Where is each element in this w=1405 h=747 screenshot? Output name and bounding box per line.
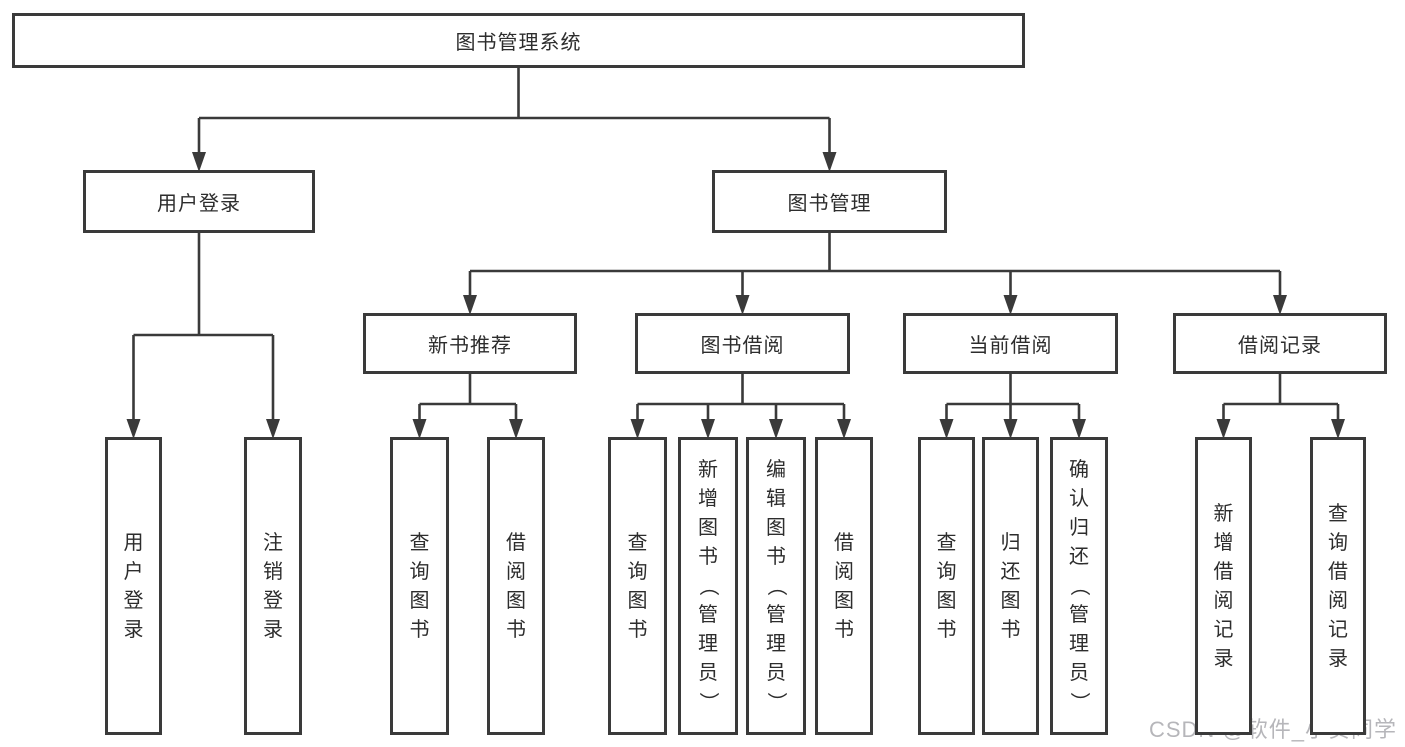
node-borrow-books-recommend: 借阅图书 [487, 437, 545, 735]
node-label: 借阅记录 [1238, 335, 1322, 357]
node-user-login: 用户登录 [83, 170, 315, 233]
node-label: 新增图书（管理员） [697, 459, 719, 712]
node-label: 编辑图书（管理员） [765, 459, 787, 712]
node-label: 图书借阅 [700, 335, 785, 357]
node-label: 查询借阅记录 [1328, 502, 1348, 670]
node-library-system: 图书管理系统 [12, 13, 1025, 68]
node-label: 确认归还（管理员） [1068, 459, 1090, 712]
node-book-borrowing: 图书借阅 [635, 313, 850, 374]
arrowheads [126, 152, 1345, 439]
node-label: 归还图书 [1000, 531, 1021, 641]
node-label: 新书推荐 [428, 335, 512, 357]
node-label: 注销登录 [263, 531, 283, 641]
node-current-borrowing: 当前借阅 [903, 313, 1118, 374]
node-book-management: 图书管理 [712, 170, 947, 233]
node-query-borrow-record: 查询借阅记录 [1310, 437, 1366, 735]
node-query-books-recommend: 查询图书 [390, 437, 449, 735]
node-confirm-return-admin: 确认归还（管理员） [1050, 437, 1108, 735]
node-label: 图书管理 [787, 193, 872, 215]
node-label: 图书管理系统 [455, 32, 582, 54]
node-label: 新增借阅记录 [1213, 502, 1234, 670]
node-label: 借阅图书 [506, 531, 526, 641]
node-label: 用户登录 [123, 531, 144, 641]
node-query-books-borrowing: 查询图书 [608, 437, 667, 735]
node-query-books-current: 查询图书 [918, 437, 975, 735]
node-label: 查询图书 [409, 531, 430, 641]
connector-path [132, 68, 1340, 423]
node-add-books-admin: 新增图书（管理员） [678, 437, 738, 735]
node-borrow-books-borrowing: 借阅图书 [815, 437, 873, 735]
node-return-books: 归还图书 [982, 437, 1039, 735]
node-label: 查询图书 [627, 531, 648, 641]
node-label: 查询图书 [936, 531, 957, 641]
node-new-book-recommend: 新书推荐 [363, 313, 577, 374]
node-user-login-action: 用户登录 [105, 437, 162, 735]
node-label: 当前借阅 [968, 335, 1053, 357]
node-label: 借阅图书 [834, 531, 854, 641]
node-label: 用户登录 [157, 193, 241, 215]
node-edit-books-admin: 编辑图书（管理员） [746, 437, 806, 735]
node-borrowing-records: 借阅记录 [1173, 313, 1387, 374]
node-add-borrow-record: 新增借阅记录 [1195, 437, 1252, 735]
node-logout-action: 注销登录 [244, 437, 302, 735]
